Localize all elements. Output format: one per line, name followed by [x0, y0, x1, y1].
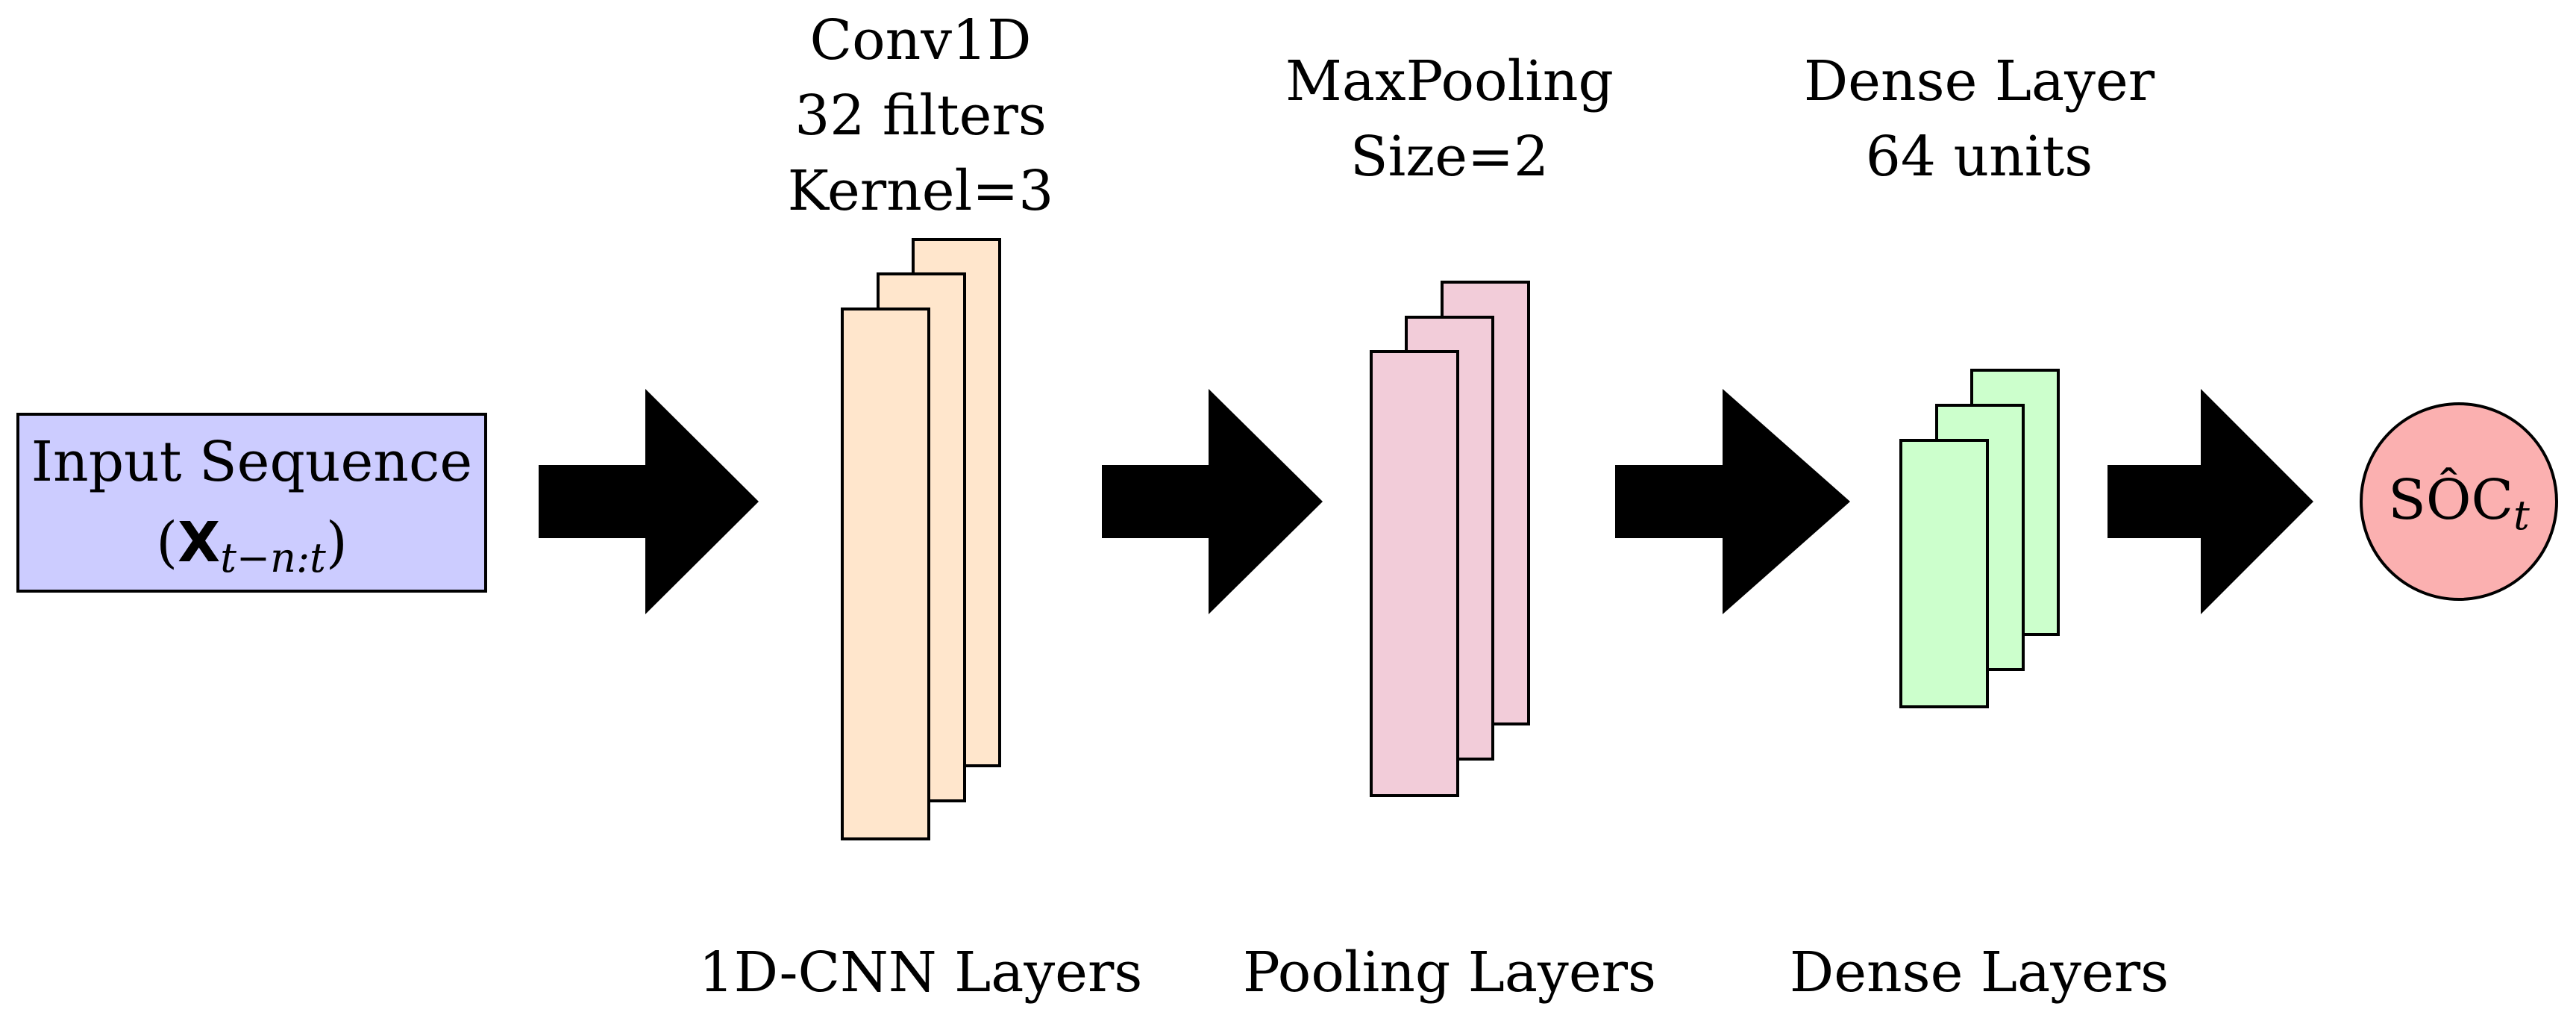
conv-kernel: Kernel=3 — [787, 159, 1054, 223]
pool-size: Size=2 — [1350, 125, 1549, 189]
input-sequence-box — [16, 413, 487, 593]
input-sequence-label: Input Sequence (Xt−n:t) — [18, 422, 486, 588]
flow-arrow — [2108, 389, 2313, 614]
dense-layer-stack — [1899, 369, 2060, 708]
conv-caption: 1D-CNN Layers — [698, 940, 1143, 1005]
input-paren-open: ( — [156, 511, 178, 575]
input-paren-close: ) — [325, 511, 348, 575]
dense-layer-label: Dense Layer 64 units — [1793, 44, 2166, 195]
conv-layer-rect — [841, 308, 930, 840]
dense-units: 64 units — [1865, 125, 2093, 189]
input-symbol: X — [178, 511, 221, 575]
conv-type: Conv1D — [809, 8, 1032, 72]
output-label: SÔCt — [2361, 463, 2557, 543]
output-subscript: t — [2513, 492, 2530, 539]
conv-layer-label: Conv1D 32 filters Kernel=3 — [771, 3, 1070, 229]
pool-layer-stack — [1370, 281, 1530, 797]
pool-layer-rect — [1370, 350, 1459, 797]
flow-arrow — [539, 389, 759, 614]
output-soc-circle — [2360, 402, 2558, 601]
flow-arrow — [1615, 389, 1850, 614]
output-text: SÔC — [2388, 468, 2514, 532]
dense-caption: Dense Layers — [1789, 940, 2169, 1005]
input-title: Input Sequence — [31, 430, 473, 494]
input-subscript: t−n:t — [220, 534, 326, 581]
conv-filters: 32 filters — [795, 84, 1047, 148]
pool-type: MaxPooling — [1285, 49, 1614, 113]
pool-layer-label: MaxPooling Size=2 — [1263, 44, 1636, 195]
dense-type: Dense Layer — [1803, 49, 2155, 113]
dense-layer-rect — [1899, 439, 1989, 708]
pool-caption: Pooling Layers — [1243, 940, 1656, 1005]
flow-arrow — [1102, 389, 1323, 614]
conv-layer-stack — [841, 238, 1001, 840]
input-symbol-line: (Xt−n:t) — [18, 502, 486, 588]
